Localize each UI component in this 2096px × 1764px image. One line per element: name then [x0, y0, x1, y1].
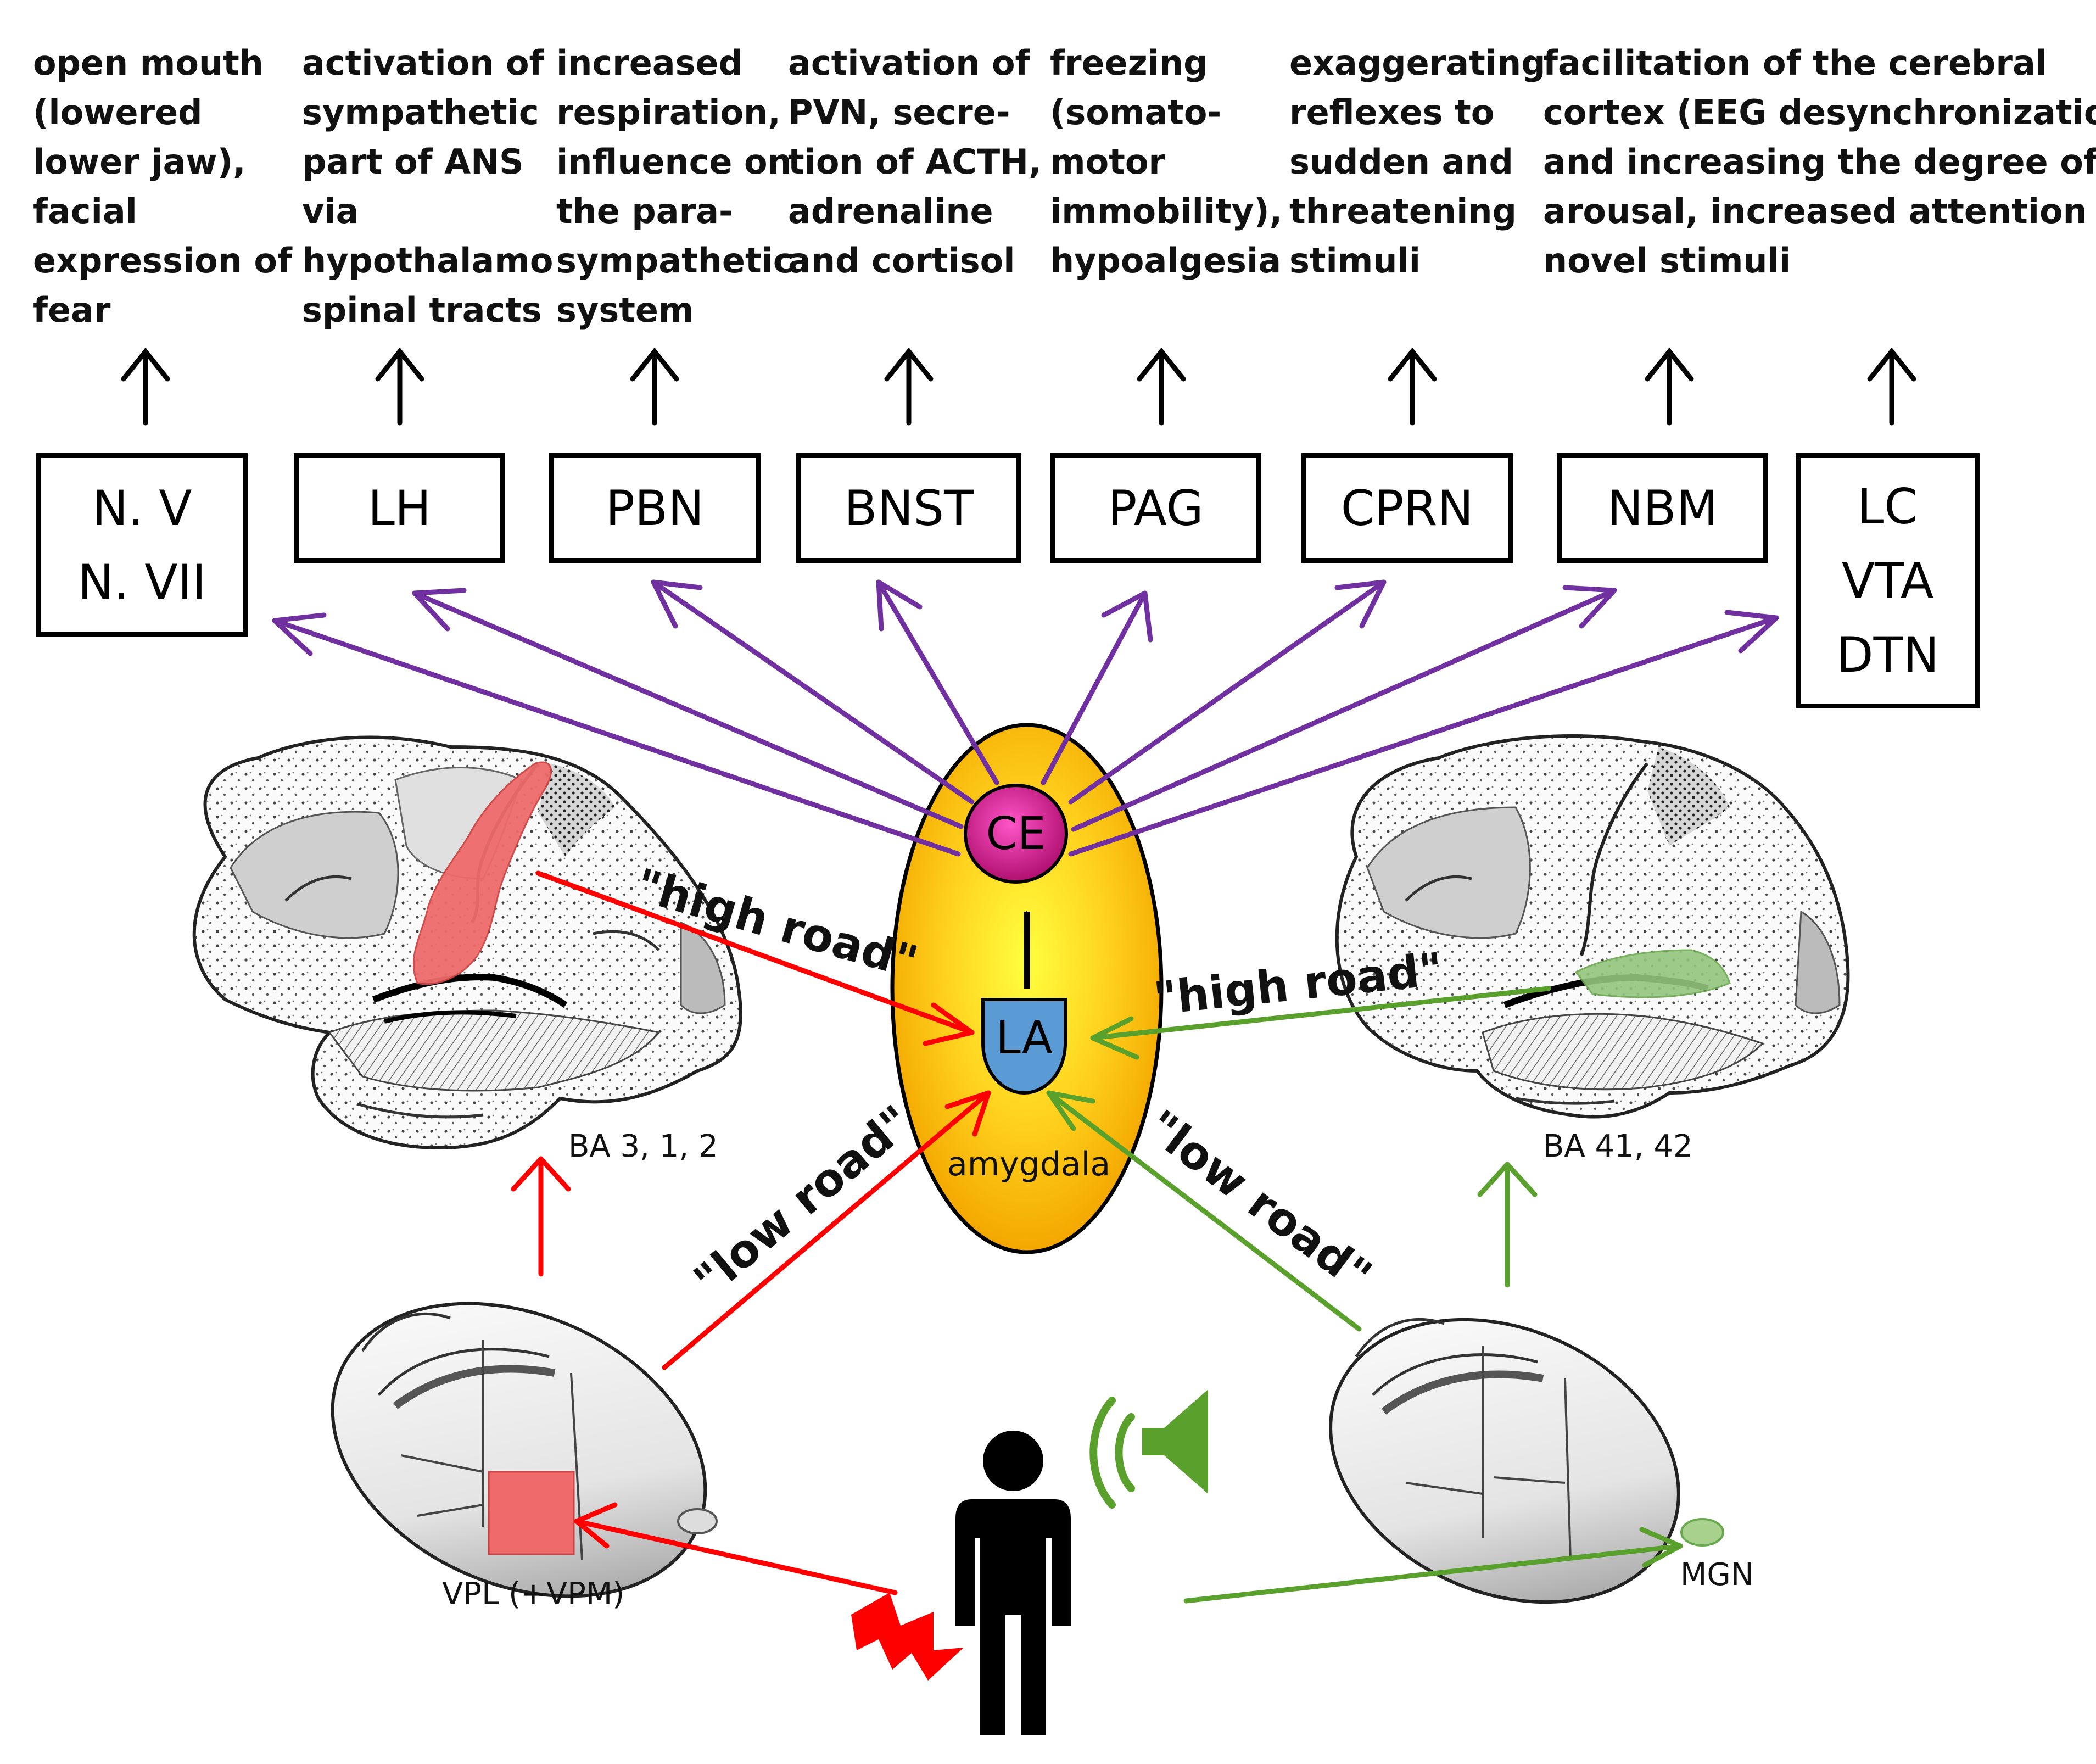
la-label: LA: [996, 1012, 1053, 1064]
ce-efferents: [272, 579, 1779, 857]
target-bnst: BNST: [796, 453, 1021, 563]
target-lh: LH: [294, 453, 505, 563]
sound-pathway: [1046, 986, 1683, 1604]
target-pbn: PBN: [549, 453, 761, 563]
vpl-label: VPL (+VPM): [442, 1576, 625, 1612]
ce-nucleus: [964, 784, 1068, 884]
mgn-label: MGN: [1680, 1557, 1754, 1593]
output-arrows: [121, 347, 1916, 426]
auditory-area-label: BA 41, 42: [1543, 1129, 1693, 1164]
brain-right-icon: [1335, 734, 1850, 1119]
thalamus-right-icon: [1329, 1318, 1724, 1604]
pain-pathway: [511, 870, 991, 1595]
person-icon: [955, 1431, 1071, 1735]
somatosensory-area-label: BA 3, 1, 2: [568, 1129, 718, 1164]
thalamus-left-icon: [331, 1302, 718, 1598]
brain-left-icon: [192, 735, 742, 1150]
target-cprn: CPRN: [1301, 453, 1513, 563]
la-nucleus: [981, 998, 1067, 1095]
lightning-icon: [851, 1593, 964, 1681]
target-pag: PAG: [1050, 453, 1261, 563]
ce-label: CE: [986, 807, 1046, 860]
speaker-icon: [1089, 1389, 1208, 1509]
amygdala-label: amygdala: [947, 1145, 1111, 1184]
target-nbm: NBM: [1557, 453, 1768, 563]
